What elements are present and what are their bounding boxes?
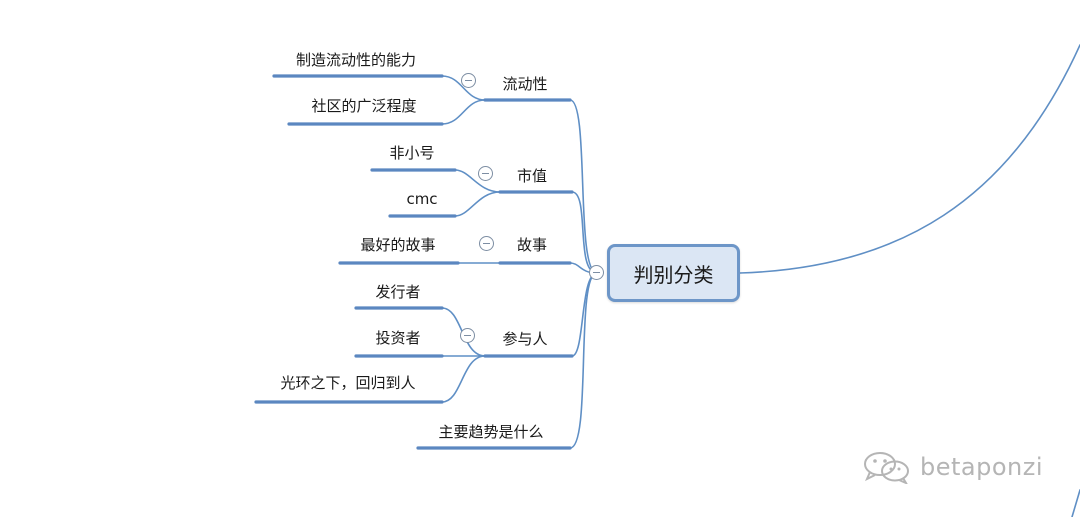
connector-liudongxing-child2 [441, 99, 486, 125]
leaf-node[interactable]: 非小号 [389, 144, 435, 162]
connector-root-right [739, 44, 1080, 274]
branch-node-shizhi[interactable]: 市值 [516, 167, 548, 185]
leaf-node[interactable]: 投资者 [375, 329, 421, 347]
collapse-toggle-liudongxing[interactable] [461, 73, 476, 88]
connector-root-zhuyaoqushi [569, 272, 598, 449]
wechat-icon [864, 452, 909, 484]
connector-liudongxing-child1 [441, 75, 486, 101]
watermark-text: betaponzi [920, 453, 1044, 481]
leaf-node[interactable]: 最好的故事 [360, 236, 436, 254]
leaf-node[interactable]: 发行者 [375, 283, 421, 301]
branch-node-gushi[interactable]: 故事 [516, 236, 548, 254]
watermark: betaponzi [862, 450, 1043, 484]
connector-canyuren-child3 [441, 355, 486, 403]
connector-corner-bottom-right [1071, 489, 1080, 517]
connector-shizhi-child1 [454, 169, 501, 193]
collapse-toggle-gushi[interactable] [479, 236, 494, 251]
root-node[interactable]: 判别分类 [607, 244, 740, 302]
collapse-toggle-canyuren[interactable] [460, 328, 475, 343]
collapse-toggle-shizhi[interactable] [478, 166, 493, 181]
leaf-node[interactable]: 制造流动性的能力 [295, 51, 417, 69]
connector-root-liudongxing [569, 99, 598, 274]
branch-node-liudongxing[interactable]: 流动性 [502, 75, 548, 93]
collapse-toggle-root[interactable] [589, 265, 604, 280]
root-node-label: 判别分类 [633, 262, 714, 287]
leaf-node[interactable]: 社区的广泛程度 [311, 97, 417, 115]
connector-shizhi-child2 [454, 191, 501, 217]
leaf-node[interactable]: 光环之下，回归到人 [280, 374, 416, 392]
branch-node-zhuyaoqushi[interactable]: 主要趋势是什么 [438, 423, 544, 441]
branch-node-canyuren[interactable]: 参与人 [502, 330, 548, 348]
leaf-node[interactable]: cmc [406, 190, 438, 208]
